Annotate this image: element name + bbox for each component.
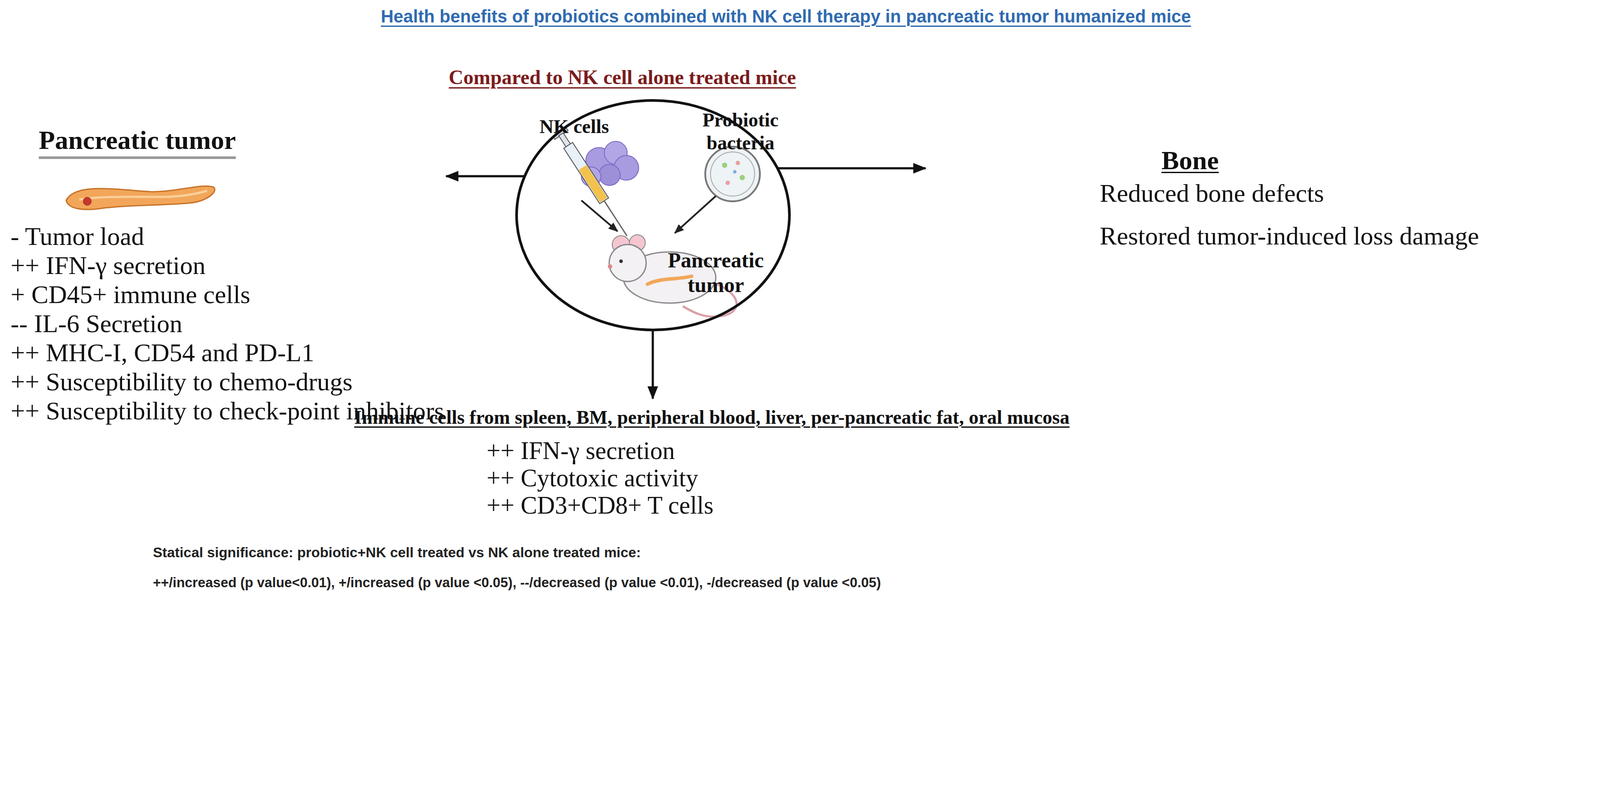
arrow-connector	[446, 175, 525, 178]
arrow-connector	[777, 167, 926, 170]
mouse-eye	[619, 259, 623, 264]
dose-arrow	[581, 200, 618, 232]
syringe	[552, 127, 634, 241]
bacterium	[735, 160, 741, 166]
bone-outcomes: BoneReduced bone defectsRestored tumor-i…	[925, 141, 1592, 269]
ellipse-border	[516, 100, 790, 331]
tumor-outcomes: Pancreatic tumor - Tumor load++ IFN-γ sec…	[4, 119, 447, 441]
mouse-head	[609, 244, 647, 282]
outcome-item: Restored tumor-induced loss damage	[1099, 221, 1480, 252]
arrow-connector	[651, 330, 655, 399]
outcome-item: ++ MHC-I, CD54 and PD-L1	[10, 338, 315, 369]
significance-note: Statical significance: probiotic+NK cell…	[152, 544, 641, 562]
bacterium	[721, 162, 728, 168]
petri-dish-rim	[710, 152, 755, 197]
pancreas-shape	[66, 186, 215, 210]
outcome-item: ++ IFN-γ secretion	[10, 251, 206, 281]
nk-cell	[599, 164, 621, 186]
immune-outcomes: Immune cells from spleen, BM, peripheral…	[304, 398, 1120, 532]
subtitle: Compared to NK cell alone treated mice	[396, 66, 849, 90]
mouse-pancreas	[647, 276, 692, 285]
tumor-spot	[82, 197, 92, 206]
syringe-liquid	[578, 165, 608, 203]
section-heading: Bone	[1161, 145, 1219, 176]
dose-arrow	[674, 196, 716, 234]
section-heading: Immune cells from spleen, BM, peripheral…	[304, 406, 1120, 430]
outcome-item: ++ Susceptibility to chemo-drugs	[10, 367, 353, 398]
bacterium	[733, 170, 737, 174]
petri-dish	[705, 146, 760, 202]
mouse-nose	[607, 264, 613, 269]
illustration-label: Pancreatic tumor	[656, 248, 776, 298]
pancreas-highlight	[79, 190, 208, 200]
bacterium	[739, 174, 745, 181]
illustration-label: NK cells	[539, 115, 610, 139]
illustration-label: Probiotic bacteria	[692, 108, 789, 155]
section-heading: Pancreatic tumor	[38, 125, 236, 160]
outcome-item: ++ CD3+CD8+ T cells	[486, 491, 714, 520]
outcome-item: -- IL-6 Secretion	[10, 309, 183, 339]
treatment-ellipse: NK cells Probiotic bacteriaPancreatic tum…	[515, 99, 791, 332]
significance-key: ++/increased (p value<0.01), +/increased…	[152, 575, 882, 592]
outcome-item: + CD45+ immune cells	[10, 280, 251, 310]
outcome-item: ++ IFN-γ secretion	[486, 436, 675, 466]
syringe-barrel	[563, 142, 609, 204]
bacterium	[725, 180, 730, 186]
outcome-item: Reduced bone defects	[1099, 178, 1325, 209]
pancreas-illustration	[61, 174, 221, 219]
outcome-item: - Tumor load	[10, 222, 145, 252]
diagram-title: Health benefits of probiotics combined w…	[88, 6, 1484, 27]
outcome-item: ++ Cytotoxic activity	[486, 464, 699, 493]
